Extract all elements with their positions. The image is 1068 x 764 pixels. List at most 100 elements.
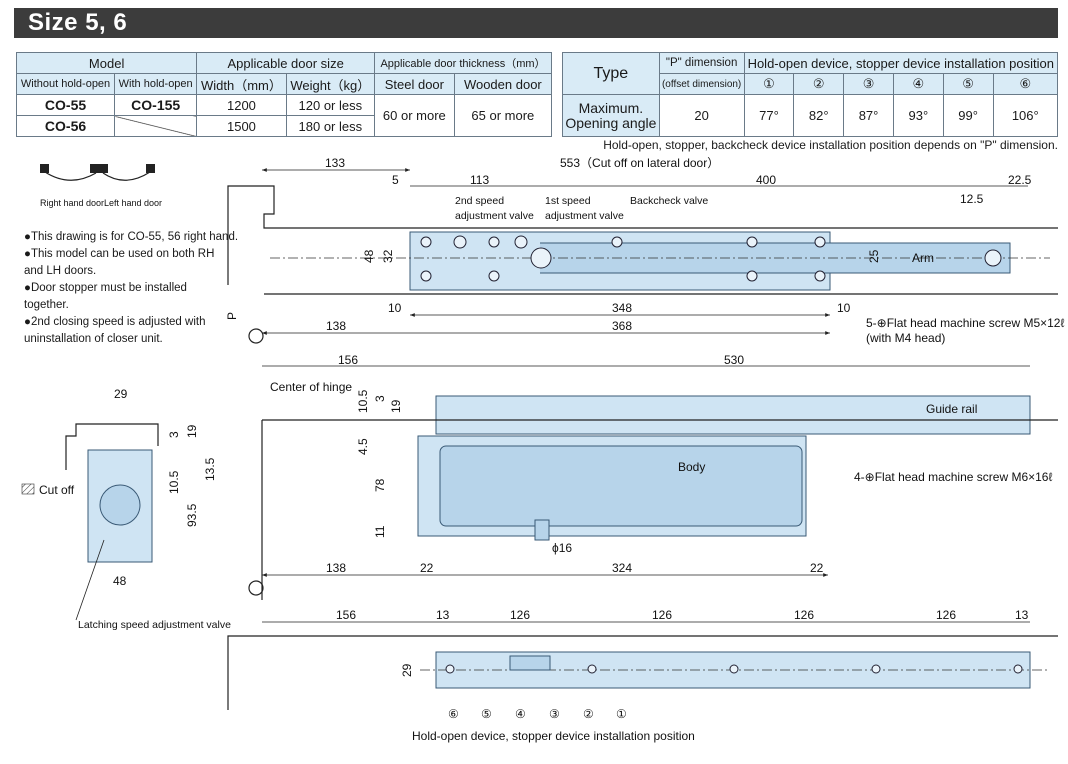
- model-co56: CO-56: [15, 115, 116, 137]
- screw-body-label: 4-⊕Flat head machine screw M6×16ℓ: [854, 470, 1052, 484]
- dim-10-5-side: 10.5: [167, 470, 181, 494]
- note-line: together.: [24, 299, 69, 311]
- dim-13-right: 13: [1015, 608, 1029, 622]
- dim-3-side: 3: [167, 431, 181, 438]
- frame-outline: [227, 635, 1058, 710]
- p-value: 20: [658, 94, 745, 137]
- wooden-door-header: Wooden door: [453, 73, 553, 95]
- backcheck-label: Backcheck valve: [630, 195, 708, 207]
- hinge-block-left: [40, 164, 49, 173]
- dim-156-bottom: 156: [336, 608, 356, 622]
- dim-32: 32: [381, 249, 395, 263]
- rail-bottom-view: 156 13 126 126 126 126 13 29 ⑥ ⑤ ④ ③ ② ①…: [227, 608, 1058, 743]
- dim-5: 5: [392, 173, 399, 187]
- door-size-header: Applicable door size: [196, 52, 376, 74]
- body-label: Body: [678, 460, 705, 474]
- dim-10-left: 10: [388, 301, 402, 315]
- side-section-view: 29 Cut off 3 19 10.5 13.5 93.5 48 Latchi…: [21, 387, 231, 631]
- arm-label: Arm: [912, 251, 934, 265]
- door-swing-right: [44, 171, 97, 181]
- second-speed-label-2: adjustment valve: [455, 210, 534, 222]
- second-speed-label-1: 2nd speed: [455, 195, 504, 207]
- steel-door-header: Steel door: [374, 73, 455, 95]
- dim-12-5: 12.5: [960, 192, 984, 206]
- p-mark: P: [225, 312, 239, 320]
- hand-diagram: Right hand door Left hand door: [40, 164, 162, 208]
- mount-hole: [488, 270, 500, 282]
- arm-top-view: Arm 133 553（Cut off on lateral door） 5 1…: [225, 156, 1064, 345]
- dim-11: 11: [373, 525, 387, 538]
- dim-156: 156: [338, 353, 358, 367]
- dim-400: 400: [756, 173, 776, 187]
- dim-113: 113: [470, 173, 489, 187]
- position-header: Hold-open device, stopper device install…: [743, 52, 1059, 74]
- frame-section: [65, 423, 159, 470]
- angle-5: 99°: [942, 94, 994, 137]
- with-hold-open-header: With hold-open: [114, 73, 198, 95]
- dim-530: 530: [724, 353, 744, 367]
- angle-3: 87°: [843, 94, 894, 137]
- angle-1: 77°: [743, 94, 795, 137]
- width-header: Width（mm）: [196, 73, 287, 95]
- table-note: Hold-open, stopper, backcheck device ins…: [603, 138, 1058, 152]
- width-value: 1500: [196, 115, 287, 137]
- steel-thickness-value: 60 or more: [374, 94, 455, 137]
- arm-holes: [420, 235, 1002, 282]
- mount-hole: [420, 236, 432, 248]
- note-line: and LH doors.: [24, 265, 97, 277]
- frame-profile: [227, 185, 1058, 285]
- dim-25: 25: [867, 249, 881, 263]
- rail-hole: [1013, 664, 1023, 674]
- right-hand-label: Right hand door: [40, 198, 104, 208]
- guide-rail: [435, 395, 1031, 435]
- dim-126-c: 126: [794, 608, 814, 622]
- latching-valve-label: Latching speed adjustment valve: [78, 619, 231, 631]
- first-speed-valve: [514, 235, 528, 249]
- dim-93-5: 93.5: [185, 503, 199, 527]
- rail-hole: [729, 664, 739, 674]
- dim-126-d: 126: [936, 608, 956, 622]
- dim-19-side: 19: [185, 424, 199, 438]
- hinge-center-circle: [248, 580, 264, 596]
- spindle: [534, 519, 550, 541]
- type-header: Type: [562, 52, 660, 95]
- wooden-thickness-value: 65 or more: [453, 94, 553, 137]
- dim-3: 3: [373, 395, 387, 402]
- rail-hole: [871, 664, 881, 674]
- door-swing-left: [102, 171, 151, 181]
- dim-348: 348: [612, 301, 632, 315]
- no-hold-open-cell: [114, 115, 198, 137]
- stopper-device: [509, 655, 551, 671]
- dim-13-5: 13.5: [203, 457, 217, 481]
- dim-368: 368: [612, 319, 632, 333]
- door-spec-table: Model Applicable door size Applicable do…: [15, 52, 553, 137]
- weight-value: 180 or less: [285, 115, 376, 137]
- page-title: Size 5, 6: [28, 9, 128, 36]
- angle-2: 82°: [793, 94, 845, 137]
- closer-section: [87, 449, 153, 563]
- usage-notes: ●This drawing is for CO-55, 56 right han…: [24, 229, 239, 348]
- phi16-label: ϕ16: [552, 541, 572, 555]
- dim-29-bottom: 29: [400, 663, 414, 677]
- dim-553-label: 553（Cut off on lateral door）: [560, 156, 719, 170]
- position-marker-2: ②: [583, 707, 594, 721]
- header-bar: Size 5, 6: [14, 8, 1058, 38]
- position-marker-6: ⑥: [448, 707, 459, 721]
- opening-angle-table: Type "P" dimension Hold-open device, sto…: [562, 52, 1059, 137]
- mount-hole: [488, 236, 500, 248]
- mount-hole: [814, 236, 826, 248]
- row-label-line2: Opening angle: [565, 114, 657, 131]
- dim-22-5: 22.5: [1008, 173, 1032, 187]
- p-dimension-sub: (offset dimension): [658, 73, 745, 95]
- dim-138-mid: 138: [326, 561, 346, 575]
- dim-29: 29: [114, 387, 128, 401]
- mount-hole: [746, 236, 758, 248]
- mount-hole: [420, 270, 432, 282]
- note-line: ●Door stopper must be installed: [24, 282, 187, 294]
- leader-line: [75, 539, 105, 621]
- note-line: ●This drawing is for CO-55, 56 right han…: [24, 231, 239, 243]
- dim-126-b: 126: [652, 608, 672, 622]
- first-speed-label-2: adjustment valve: [545, 210, 624, 222]
- position-marker-3: ③: [549, 707, 560, 721]
